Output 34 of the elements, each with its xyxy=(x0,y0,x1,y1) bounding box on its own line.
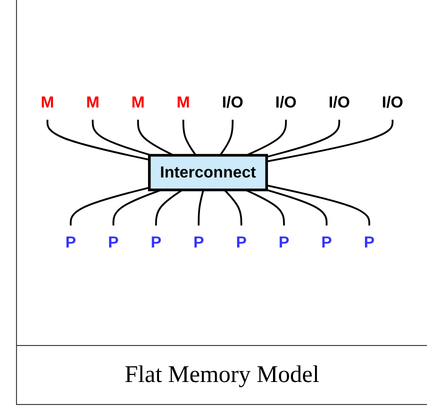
node-text: M xyxy=(176,93,190,111)
node-text: P xyxy=(65,233,76,252)
node-text: P xyxy=(193,233,204,252)
node-text: P xyxy=(321,233,332,252)
node-text: I/O xyxy=(275,93,297,111)
node-text: M xyxy=(40,93,54,111)
node-text: P xyxy=(236,233,247,252)
connector xyxy=(155,189,183,226)
connector xyxy=(266,184,370,226)
connector xyxy=(112,188,162,226)
node-text: P xyxy=(108,233,119,252)
node-text: P xyxy=(150,233,162,252)
node-text: P xyxy=(278,233,290,252)
connector xyxy=(182,120,197,156)
node-text: I/O xyxy=(328,93,350,111)
connector xyxy=(246,120,287,156)
node-text: M xyxy=(86,93,100,111)
connector xyxy=(266,188,328,226)
connector xyxy=(245,189,285,226)
caption: Flat Memory Model xyxy=(17,345,427,404)
connector xyxy=(198,190,204,226)
connector xyxy=(46,120,150,161)
node-text: P xyxy=(364,233,375,252)
connector xyxy=(70,186,150,226)
node-text: I/O xyxy=(382,93,404,111)
node-text: I/O xyxy=(222,93,244,111)
connector xyxy=(224,189,242,226)
connector xyxy=(137,120,174,156)
connector xyxy=(266,120,394,162)
connector xyxy=(219,120,234,156)
connector xyxy=(92,120,152,156)
node-box: Interconnect xyxy=(148,154,268,192)
connector xyxy=(266,120,340,158)
node-text: M xyxy=(131,93,145,111)
